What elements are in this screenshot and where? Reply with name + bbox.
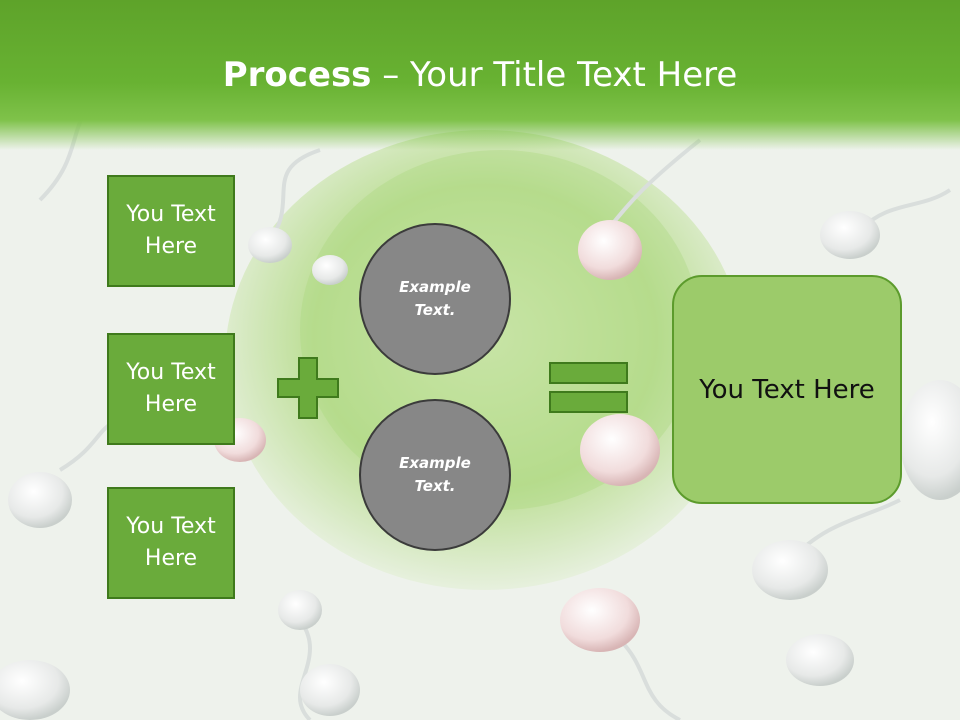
slide-title: Process – Your Title Text Here bbox=[0, 52, 960, 98]
left-box-label: You Text Here bbox=[126, 360, 216, 417]
left-box-label: You Text Here bbox=[126, 202, 216, 259]
result-label: You Text Here bbox=[699, 374, 875, 405]
title-bold: Process bbox=[222, 55, 372, 95]
plus-icon bbox=[277, 357, 339, 419]
circle-label: Example Text. bbox=[399, 454, 471, 495]
left-box-label: You Text Here bbox=[126, 514, 216, 571]
left-box-3[interactable]: You Text Here bbox=[107, 487, 235, 599]
header-bar bbox=[0, 0, 960, 150]
result-box[interactable]: You Text Here bbox=[672, 275, 902, 504]
left-box-2[interactable]: You Text Here bbox=[107, 333, 235, 445]
title-rest: – Your Title Text Here bbox=[371, 55, 738, 95]
equals-icon bbox=[549, 362, 628, 413]
example-circle-2[interactable]: Example Text. bbox=[359, 399, 511, 551]
example-circle-1[interactable]: Example Text. bbox=[359, 223, 511, 375]
left-box-1[interactable]: You Text Here bbox=[107, 175, 235, 287]
circle-label: Example Text. bbox=[399, 278, 471, 319]
